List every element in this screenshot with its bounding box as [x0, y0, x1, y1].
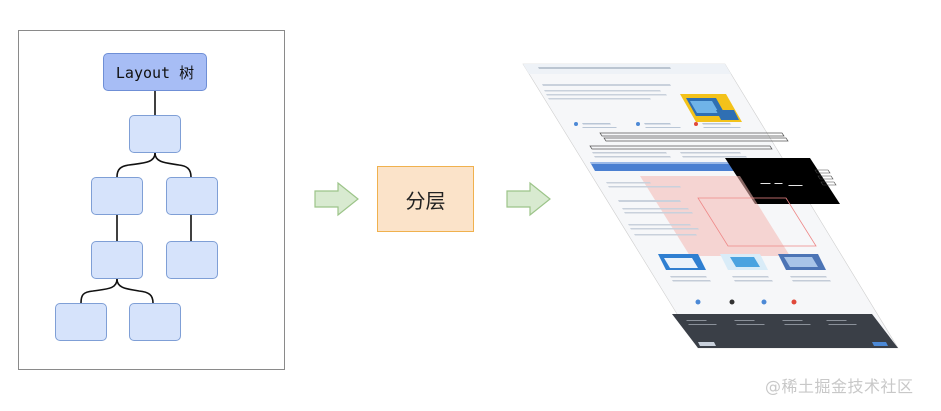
watermark: @稀土掘金技术社区: [765, 377, 914, 396]
connector-left: [116, 152, 156, 178]
feature-row: [574, 122, 741, 128]
tree-node: [129, 115, 181, 153]
root-node-label: Layout 树: [115, 63, 195, 82]
pink-layer-2: [697, 197, 817, 247]
tree-node: [129, 303, 181, 341]
tree-connectors: [80, 91, 192, 304]
mid-text-lines: [606, 182, 699, 236]
layering-step-box: 分层: [377, 166, 474, 232]
tree-node: [91, 177, 143, 215]
connector-bottom-right: [116, 278, 154, 304]
footer-text: [686, 320, 857, 325]
page-footer: [672, 314, 898, 348]
tree-node: [166, 177, 218, 215]
connector-bottom-left: [80, 278, 118, 304]
connector-right: [154, 152, 192, 178]
card-row: [658, 254, 826, 270]
layout-tree-root-node: Layout 树: [103, 53, 207, 91]
layout-tree-panel: Layout 树: [18, 30, 285, 370]
icon-row: [695, 299, 797, 305]
layering-step-label: 分层: [405, 188, 446, 213]
layered-page-illustration: [522, 63, 899, 349]
tree-node: [166, 241, 218, 279]
content-lines: [592, 152, 747, 158]
pink-layer-1: [640, 176, 790, 256]
arrow-right-icon: [314, 181, 359, 217]
tree-node: [55, 303, 107, 341]
card-text: [670, 276, 831, 282]
overlay-bars: [589, 132, 789, 150]
black-composited-layer: [725, 158, 840, 204]
hero-image: [680, 94, 742, 122]
tree-node: [91, 241, 143, 279]
hero-text-lines: [542, 84, 671, 100]
arrow-right-icon: [506, 181, 551, 217]
